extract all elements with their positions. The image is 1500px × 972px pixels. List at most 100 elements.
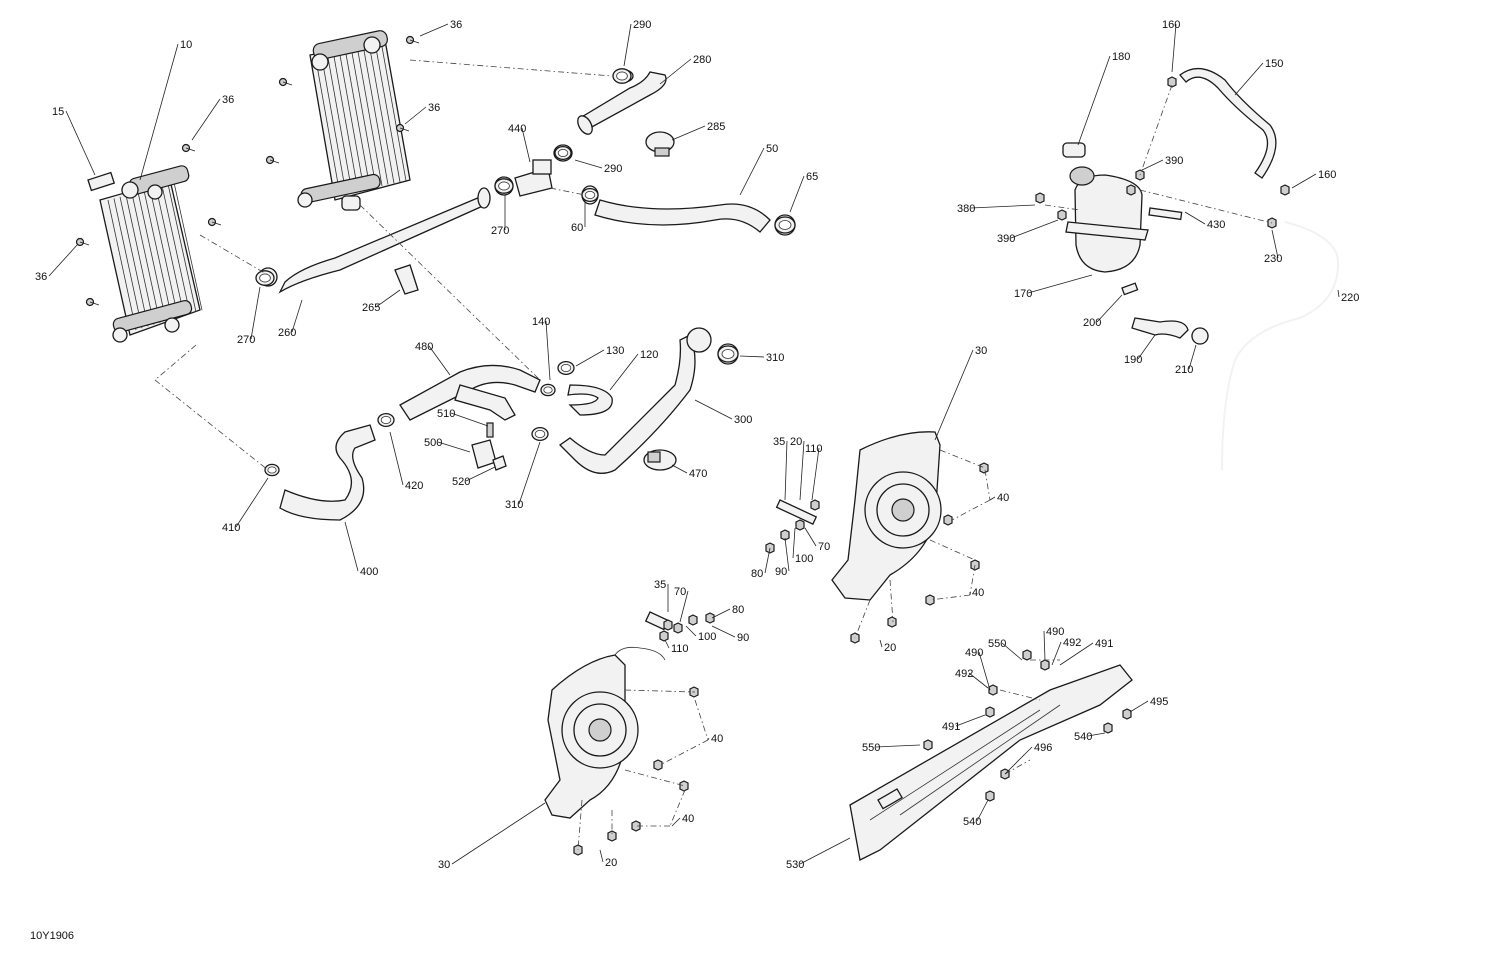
expansion-tank-170 [1062, 142, 1149, 273]
dashed-guide-line [549, 187, 586, 196]
callout-440: 440 [508, 123, 526, 135]
nut-fastener [1280, 184, 1290, 196]
hose-120 [567, 384, 613, 416]
leader-line [784, 537, 790, 572]
callout-36: 36 [428, 102, 440, 114]
leader-line [739, 355, 765, 358]
dashed-guide-line [1139, 189, 1273, 224]
nut-fastener [925, 594, 935, 606]
leader-line [1010, 219, 1059, 239]
dashed-guide-line [669, 789, 686, 827]
callout-290: 290 [633, 19, 651, 31]
callout-496: 496 [1034, 742, 1052, 754]
leader-line [1271, 229, 1279, 259]
leader-line [1137, 334, 1156, 360]
leader-line [1027, 274, 1093, 294]
nut-fastener [673, 622, 683, 634]
leader-line [811, 447, 820, 501]
callout-160: 160 [1318, 169, 1336, 181]
nut-fastener [780, 529, 790, 541]
nut-fastener [1126, 184, 1136, 196]
bolt-36 [278, 77, 293, 87]
dashed-guide-line [154, 379, 269, 471]
dashed-guide-line [1044, 204, 1081, 211]
leader-line [955, 714, 986, 727]
leader-line [875, 744, 921, 748]
callout-492: 492 [1063, 637, 1081, 649]
callout-491: 491 [942, 721, 960, 733]
dashed-guide-line [889, 579, 894, 623]
leader-line [739, 147, 765, 196]
nut-fastener [1057, 209, 1067, 221]
callout-230: 230 [1264, 253, 1282, 265]
callout-36: 36 [450, 19, 462, 31]
hose-50 [581, 185, 796, 236]
hose-clamp-ring [531, 426, 549, 442]
nut-fastener [1040, 659, 1050, 671]
callout-270: 270 [491, 225, 509, 237]
leader-line [574, 159, 603, 169]
hose-150 [1179, 68, 1277, 179]
nut-fastener [887, 616, 897, 628]
leader-line [1087, 732, 1106, 737]
callout-495: 495 [1150, 696, 1168, 708]
bolt-36 [181, 143, 196, 153]
callout-10: 10 [180, 39, 192, 51]
callout-100: 100 [698, 631, 716, 643]
leader-line [1188, 344, 1197, 370]
leader-line [599, 849, 604, 863]
dashed-guide-line [199, 234, 269, 276]
dashed-guide-line [659, 739, 709, 766]
cap-180 [1062, 142, 1086, 158]
callout-430: 430 [1207, 219, 1225, 231]
callout-20: 20 [884, 642, 896, 654]
nut-fastener [943, 514, 953, 526]
leader-line [664, 639, 670, 649]
callout-130: 130 [606, 345, 624, 357]
leader-line [707, 737, 710, 741]
callout-36: 36 [222, 94, 234, 106]
leader-line [784, 440, 788, 501]
nut-fastener [663, 619, 673, 631]
leader-line [968, 672, 989, 689]
leader-line [1096, 294, 1123, 323]
clamp-285 [645, 131, 675, 157]
leader-line [792, 527, 796, 559]
leader-line [428, 345, 451, 376]
bolt-36 [75, 237, 90, 247]
callout-390: 390 [1165, 155, 1183, 167]
callout-390: 390 [997, 233, 1015, 245]
callout-310: 310 [505, 499, 523, 511]
leader-line [1337, 289, 1340, 298]
callout-400: 400 [360, 566, 378, 578]
callout-550: 550 [988, 638, 1006, 650]
nut-fastener [659, 630, 669, 642]
callout-492: 492 [955, 668, 973, 680]
leader-line [545, 320, 551, 381]
callout-265: 265 [362, 302, 380, 314]
leader-line [789, 175, 805, 213]
leader-line [139, 43, 179, 181]
callout-40: 40 [997, 492, 1009, 504]
callout-40: 40 [682, 813, 694, 825]
nut-fastener [705, 612, 715, 624]
callout-420: 420 [405, 480, 423, 492]
callout-60: 60 [571, 222, 583, 234]
nut-fastener [988, 684, 998, 696]
leader-line [976, 799, 989, 822]
nut-fastener [985, 790, 995, 802]
leader-line [989, 496, 996, 501]
hose-400 [279, 424, 376, 521]
leader-line [250, 286, 261, 340]
dashed-guide-line [359, 204, 541, 381]
callout-270: 270 [237, 334, 255, 346]
leader-line [711, 608, 731, 619]
dashed-guide-line [854, 599, 871, 639]
callout-170: 170 [1014, 288, 1032, 300]
nut-fastener [607, 830, 617, 842]
nut-fastener [979, 462, 989, 474]
hose-190 [1121, 207, 1209, 345]
leader-line [685, 625, 697, 637]
